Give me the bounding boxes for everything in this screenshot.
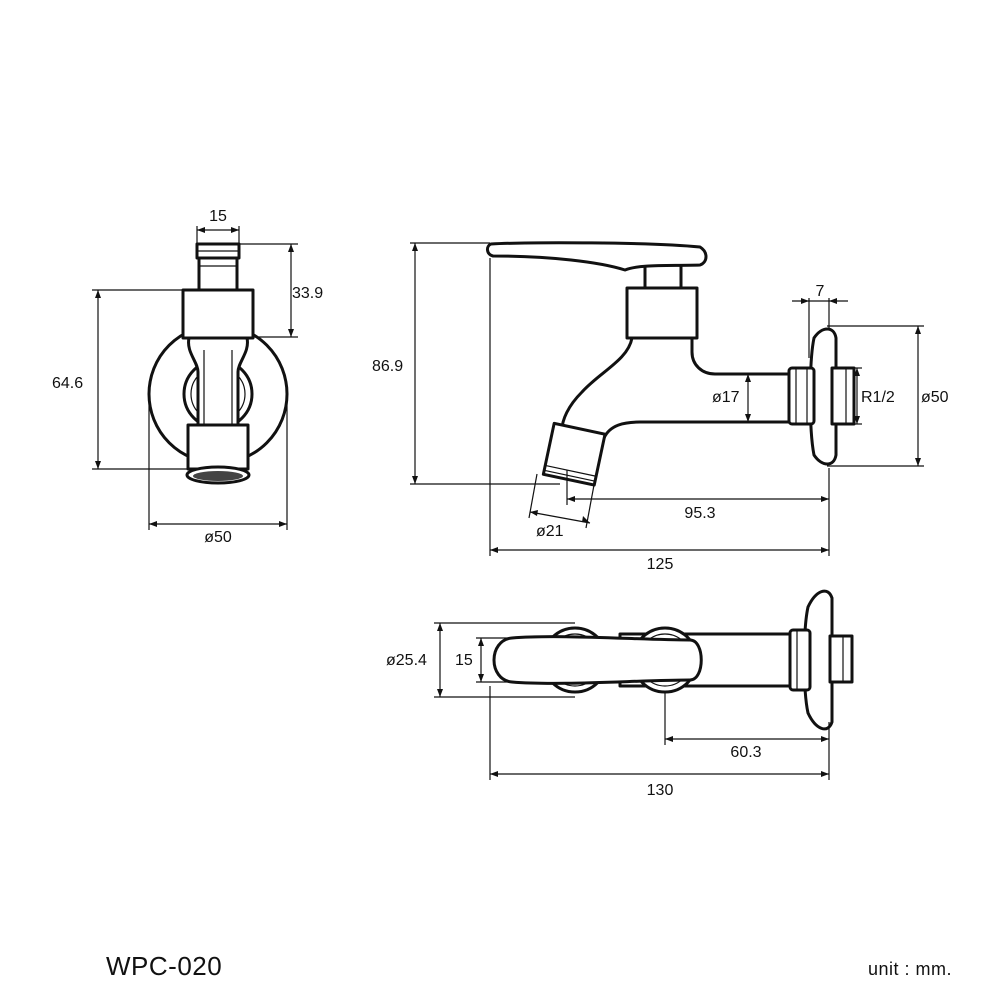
dim-front-top-height: 33.9 [292, 285, 323, 302]
dim-front-height: 64.6 [52, 375, 83, 392]
dim-front-top-width: 15 [209, 208, 227, 225]
front-view: 15 33.9 64.6 ø50 [52, 208, 323, 546]
dim-side-flange-diameter: ø50 [921, 389, 949, 406]
dim-top-total-length: 130 [647, 782, 674, 799]
top-view: ø25.4 15 60.3 130 [386, 589, 854, 799]
dim-top-handle-width: 15 [455, 652, 473, 669]
dim-top-diameter: ø25.4 [386, 652, 427, 669]
side-view: 86.9 7 ø17 R1/2 ø50 ø21 [372, 241, 949, 573]
dim-front-diameter: ø50 [204, 529, 232, 546]
model-code: WPC-020 [106, 951, 223, 981]
dim-side-pipe-diameter: ø17 [712, 389, 740, 406]
dim-side-flange-thickness: 7 [816, 283, 825, 300]
dim-side-total-length: 125 [647, 556, 674, 573]
dim-side-height: 86.9 [372, 358, 403, 375]
dim-top-body-offset: 60.3 [730, 744, 761, 761]
dim-side-outlet-diameter: ø21 [536, 523, 564, 540]
dim-side-thread: R1/2 [861, 389, 895, 406]
unit-label: unit : mm. [868, 959, 953, 979]
dim-side-spout-reach: 95.3 [684, 505, 715, 522]
